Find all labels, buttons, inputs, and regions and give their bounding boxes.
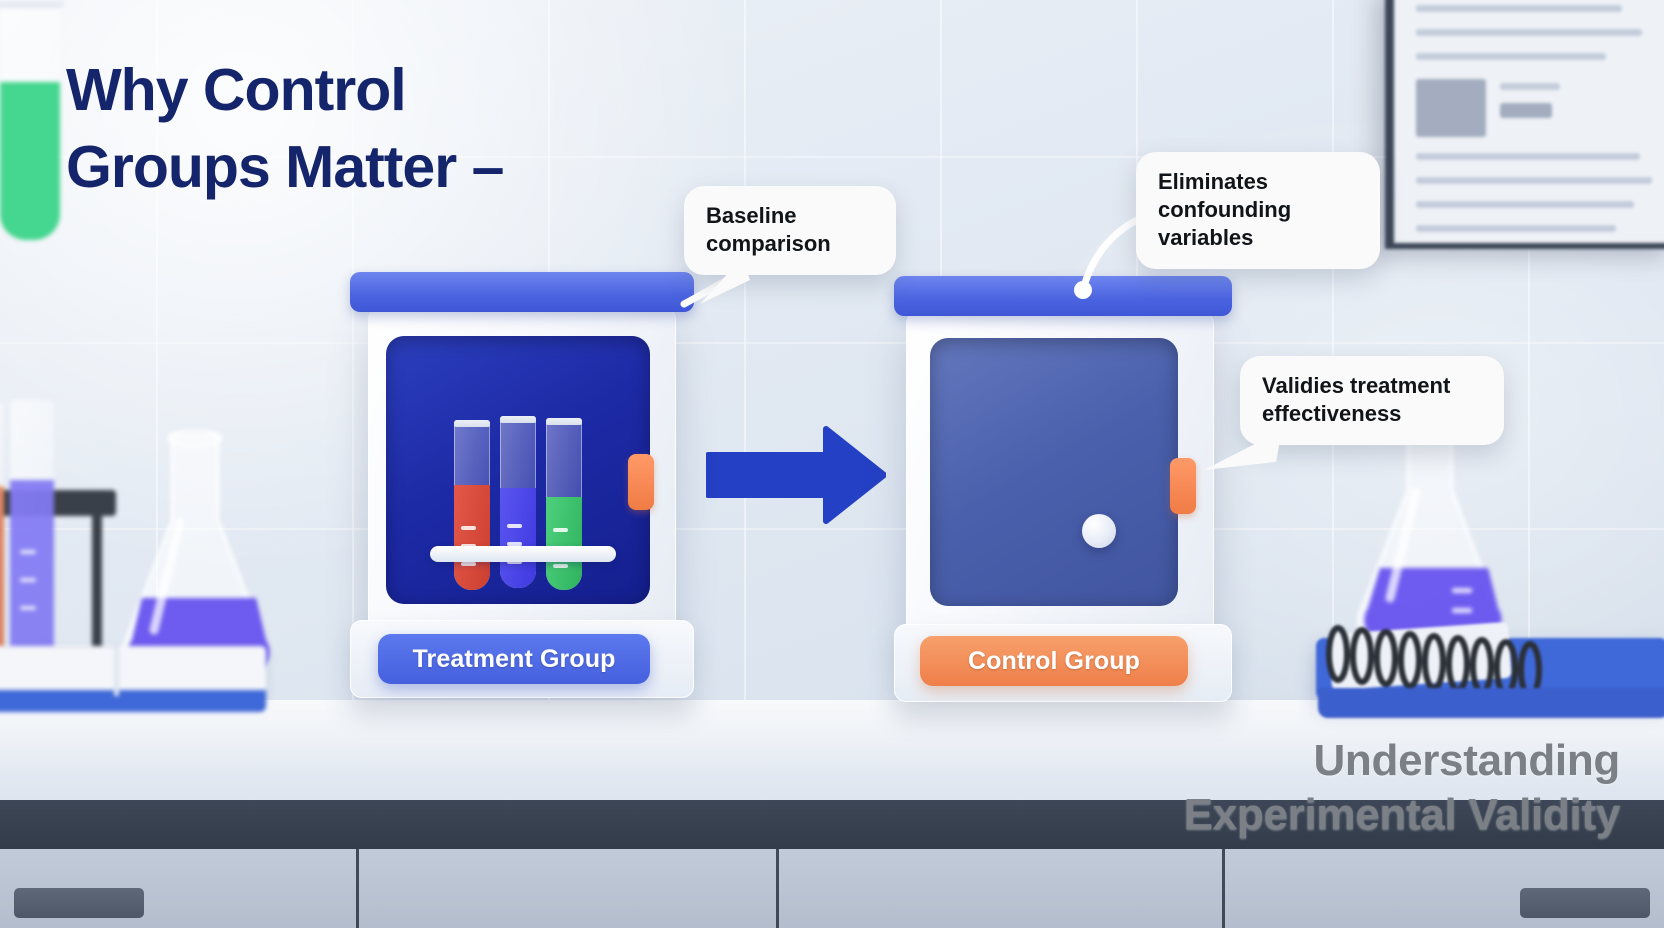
machine-control-group[interactable]: Control Group (888, 276, 1238, 708)
callout-baseline-tail (700, 258, 750, 304)
cabinet-seam (1222, 849, 1225, 928)
callout-baseline-line-2: comparison (706, 231, 831, 256)
title-line-2: Groups Matter – (66, 134, 504, 200)
open-book-left (0, 636, 266, 720)
callout-confounding-line-1: Eliminates (1158, 169, 1269, 194)
counter-front-edge (0, 800, 1664, 850)
callout-confounding-line-2: confounding (1158, 197, 1292, 222)
footer-line-2: Experimental Validity (1183, 790, 1621, 839)
title-line-1: Why Control (66, 57, 407, 123)
cabinet-row (0, 849, 1664, 928)
control-sphere (1082, 514, 1116, 548)
control-side-button[interactable] (1170, 458, 1196, 514)
footer-line-1: Understanding (1313, 736, 1620, 785)
cabinet-seam (356, 849, 359, 928)
spiral-notebook-right (1310, 620, 1664, 724)
test-tube-right (0, 0, 65, 240)
erlenmeyer-flask-right (1348, 399, 1514, 658)
control-chamber (930, 338, 1178, 656)
treatment-chamber (386, 336, 650, 656)
callout-validity: Validies treatment effectiveness (1240, 356, 1504, 445)
wall-poster (1385, 0, 1664, 249)
callout-baseline: Baseline comparison (684, 186, 896, 275)
tube-blue (500, 416, 536, 588)
cabinet-handle[interactable] (14, 888, 144, 918)
label-treatment-group-text: Treatment Group (412, 644, 616, 673)
callout-validity-line-2: effectiveness (1262, 401, 1402, 426)
footer-caption: Understanding Experimental Validity (1060, 734, 1621, 842)
callout-confounding: Eliminates confounding variables (1136, 152, 1380, 269)
page-title: Why Control Groups Matter – (66, 52, 706, 206)
label-treatment-group: Treatment Group (378, 634, 650, 684)
machine-treatment-group[interactable]: Treatment Group (344, 272, 700, 708)
label-control-group-text: Control Group (967, 646, 1141, 675)
tube-red (454, 420, 490, 590)
cabinet-seam (776, 849, 779, 928)
tube-green (546, 418, 582, 590)
flow-arrow-right (705, 425, 887, 530)
callout-baseline-line-1: Baseline (706, 203, 797, 228)
tube-rack-bar (430, 546, 616, 562)
callout-validity-line-1: Validies treatment (1262, 373, 1451, 398)
treatment-side-button[interactable] (628, 454, 654, 510)
callout-validity-tail (1204, 430, 1282, 470)
callout-confounding-line-3: variables (1158, 225, 1254, 250)
label-control-group: Control Group (920, 636, 1188, 686)
cabinet-handle[interactable] (1520, 888, 1650, 918)
